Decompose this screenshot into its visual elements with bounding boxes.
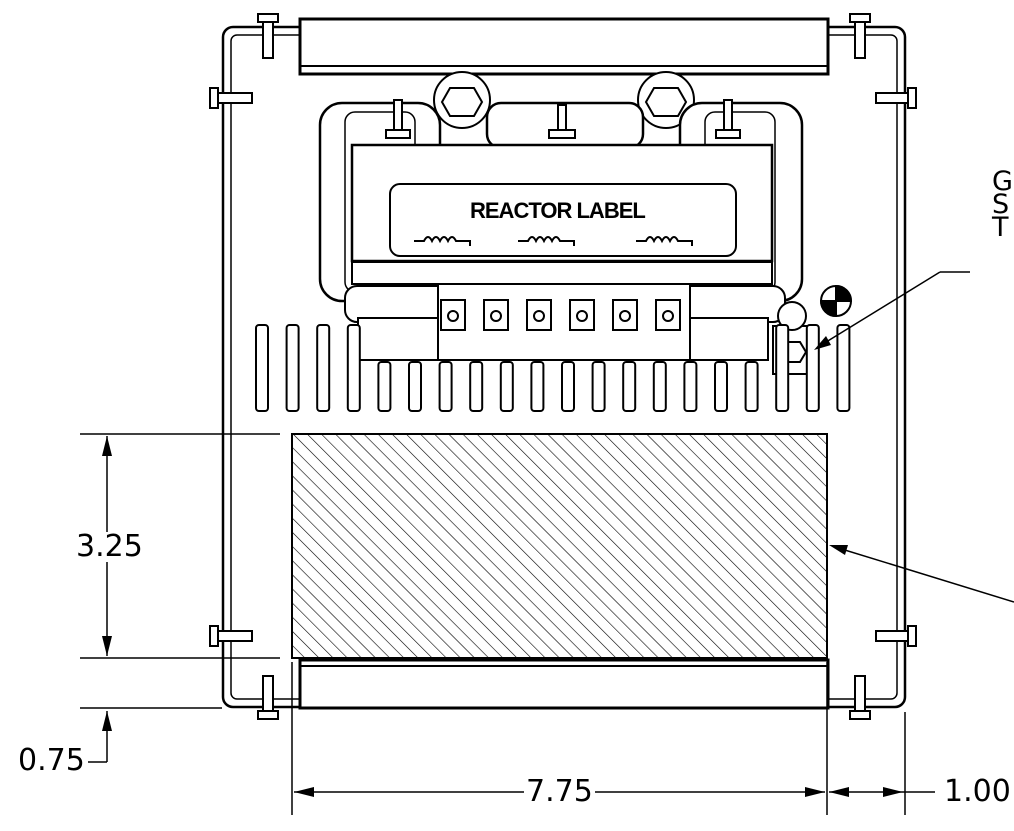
vent-slot xyxy=(744,361,759,412)
dimension-text-bottom-offset: 0.75 xyxy=(16,743,87,778)
top-plate xyxy=(298,17,830,76)
winding-symbols xyxy=(414,236,693,246)
lifting-eyes xyxy=(433,71,695,129)
vent-slot xyxy=(438,361,453,412)
reactor-label-text: REACTOR LABEL xyxy=(470,198,646,223)
dimension-text-width: 7.75 xyxy=(524,774,595,809)
vent-slot xyxy=(775,324,790,412)
terminal-block xyxy=(437,283,691,361)
vent-slot xyxy=(316,324,331,412)
vent-slot xyxy=(622,361,637,412)
vent-slot xyxy=(561,361,575,412)
vent-slot xyxy=(683,361,698,412)
vent-slot xyxy=(805,324,820,412)
vent-slot xyxy=(255,324,269,412)
callout-leaders xyxy=(814,271,1014,603)
ground-symbol-icon xyxy=(819,284,853,318)
vent-slot xyxy=(377,361,392,412)
ground-callout-line-3: T xyxy=(992,212,1009,243)
bottom-plate xyxy=(298,658,830,710)
dimension-bottom-offset xyxy=(80,707,222,763)
ground-lug xyxy=(772,301,812,375)
keep-out-zone xyxy=(291,433,828,659)
dimension-text-side-offset: 1.00 xyxy=(942,774,1013,809)
vent-slot xyxy=(836,324,851,412)
ground-callout-line-1: G xyxy=(992,166,1013,197)
vent-slots xyxy=(255,324,851,412)
vent-slot xyxy=(499,361,514,412)
vent-slot xyxy=(469,361,484,412)
coil-studs xyxy=(385,99,741,139)
vent-slot xyxy=(591,361,606,412)
vent-slot xyxy=(530,361,545,412)
vent-slot xyxy=(714,361,728,412)
ground-callout-line-2: S xyxy=(992,189,1010,220)
mounting-brackets xyxy=(209,13,917,720)
vent-slot xyxy=(285,324,300,412)
vent-slot xyxy=(408,361,422,412)
vent-slot xyxy=(652,361,667,412)
dimension-text-height: 3.25 xyxy=(74,529,145,564)
vent-slot xyxy=(346,324,361,412)
